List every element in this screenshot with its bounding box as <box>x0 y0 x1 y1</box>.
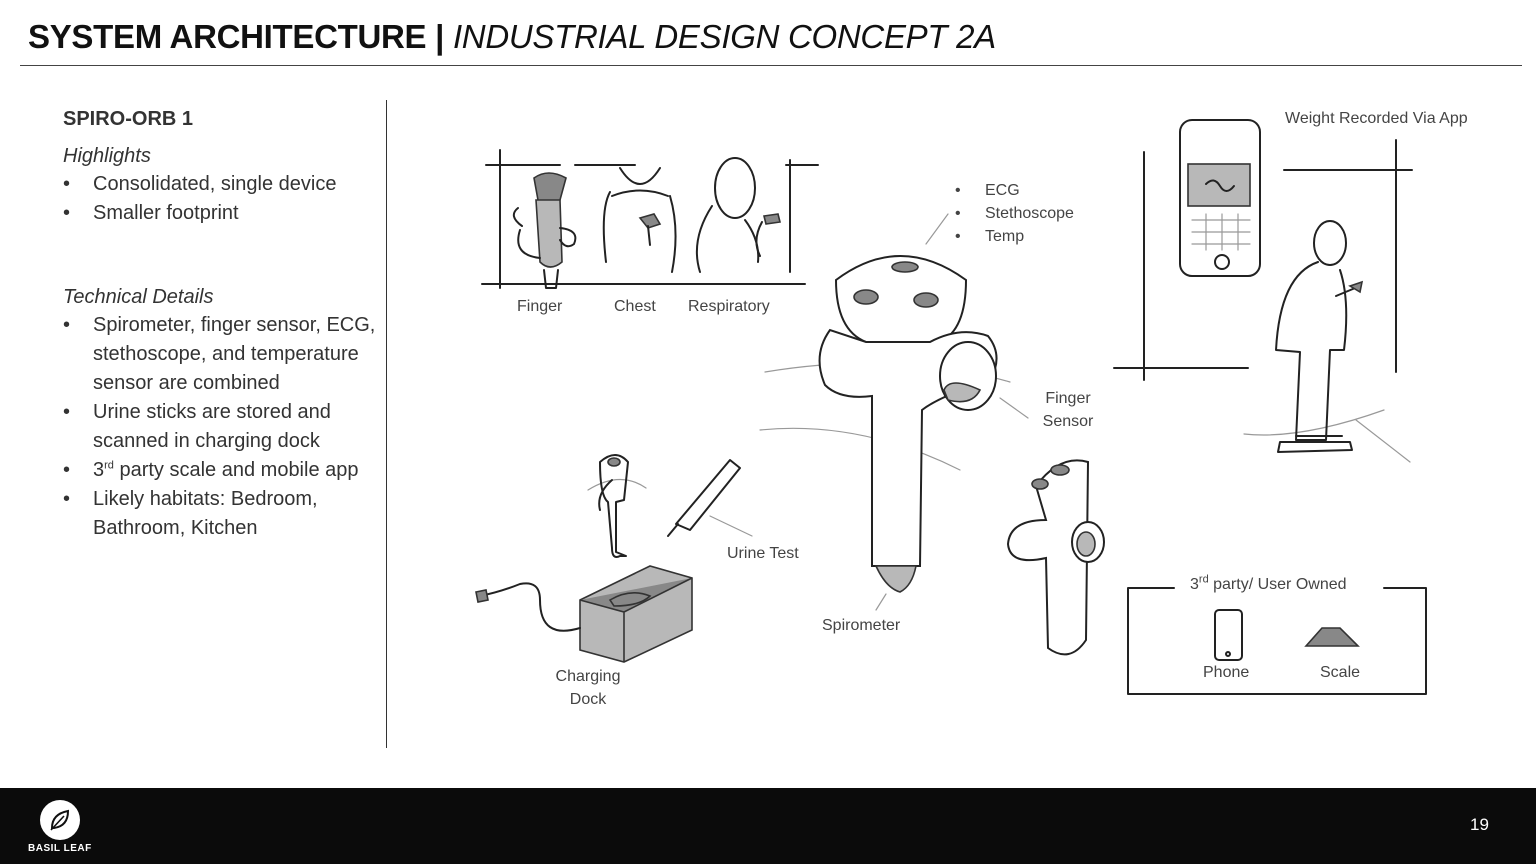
weight-label: Weight Recorded Via App <box>1285 110 1468 127</box>
finger-sensor-label: Finger Sensor <box>1042 390 1094 430</box>
urine-test-label: Urine Test <box>727 545 799 562</box>
technical-item: Urine sticks are stored and scanned in c… <box>63 398 383 456</box>
sensor-list: ECG Stethoscope Temp <box>955 179 1074 248</box>
title-concept: INDUSTRIAL DESIGN CONCEPT 2A <box>452 18 996 55</box>
page-title: SYSTEM ARCHITECTURE | INDUSTRIAL DESIGN … <box>28 18 996 56</box>
sensor-item: ECG <box>955 179 1074 202</box>
main-device-sketch <box>759 213 1029 611</box>
page-number: 19 <box>1470 815 1489 834</box>
charging-dock-sketch <box>475 454 753 663</box>
third-party-box <box>1127 587 1427 695</box>
highlights-heading: Highlights <box>63 145 151 167</box>
brand-name: BASIL LEAF <box>28 843 92 854</box>
footer-bar <box>0 788 1536 864</box>
technical-item: 3rd party scale and mobile app <box>63 456 383 485</box>
charging-dock-label: Charging Dock <box>555 668 621 708</box>
spirometer-label: Spirometer <box>822 617 901 634</box>
usage-label-chest: Chest <box>614 298 656 315</box>
technical-list: Spirometer, finger sensor, ECG, stethosc… <box>63 311 383 543</box>
sensor-item: Stethoscope <box>955 202 1074 225</box>
usage-label-finger: Finger <box>517 298 563 315</box>
highlight-item: Smaller footprint <box>63 199 383 228</box>
technical-item: Spirometer, finger sensor, ECG, stethosc… <box>63 311 383 398</box>
phone-label: Phone <box>1203 664 1250 681</box>
technical-heading: Technical Details <box>63 286 214 308</box>
usage-sketch <box>481 149 819 289</box>
highlights-list: Consolidated, single device Smaller foot… <box>63 170 383 228</box>
scale-label: Scale <box>1320 664 1361 681</box>
title-main: SYSTEM ARCHITECTURE | <box>28 18 445 55</box>
sensor-item: Temp <box>955 225 1074 248</box>
usage-label-respiratory: Respiratory <box>688 298 770 315</box>
highlight-item: Consolidated, single device <box>63 170 383 199</box>
column-divider <box>386 100 387 748</box>
side-device-sketch <box>1006 459 1105 656</box>
leaf-icon <box>40 800 80 840</box>
product-name: SPIRO-ORB 1 <box>63 108 194 130</box>
title-divider <box>20 65 1522 66</box>
details-panel: SPIRO-ORB 1 Highlights Consolidated, sin… <box>63 108 383 543</box>
third-party-label: 3rd party/ User Owned <box>1190 573 1347 593</box>
weight-app-sketch <box>1113 119 1413 463</box>
technical-item: Likely habitats: Bedroom, Bathroom, Kitc… <box>63 485 383 543</box>
